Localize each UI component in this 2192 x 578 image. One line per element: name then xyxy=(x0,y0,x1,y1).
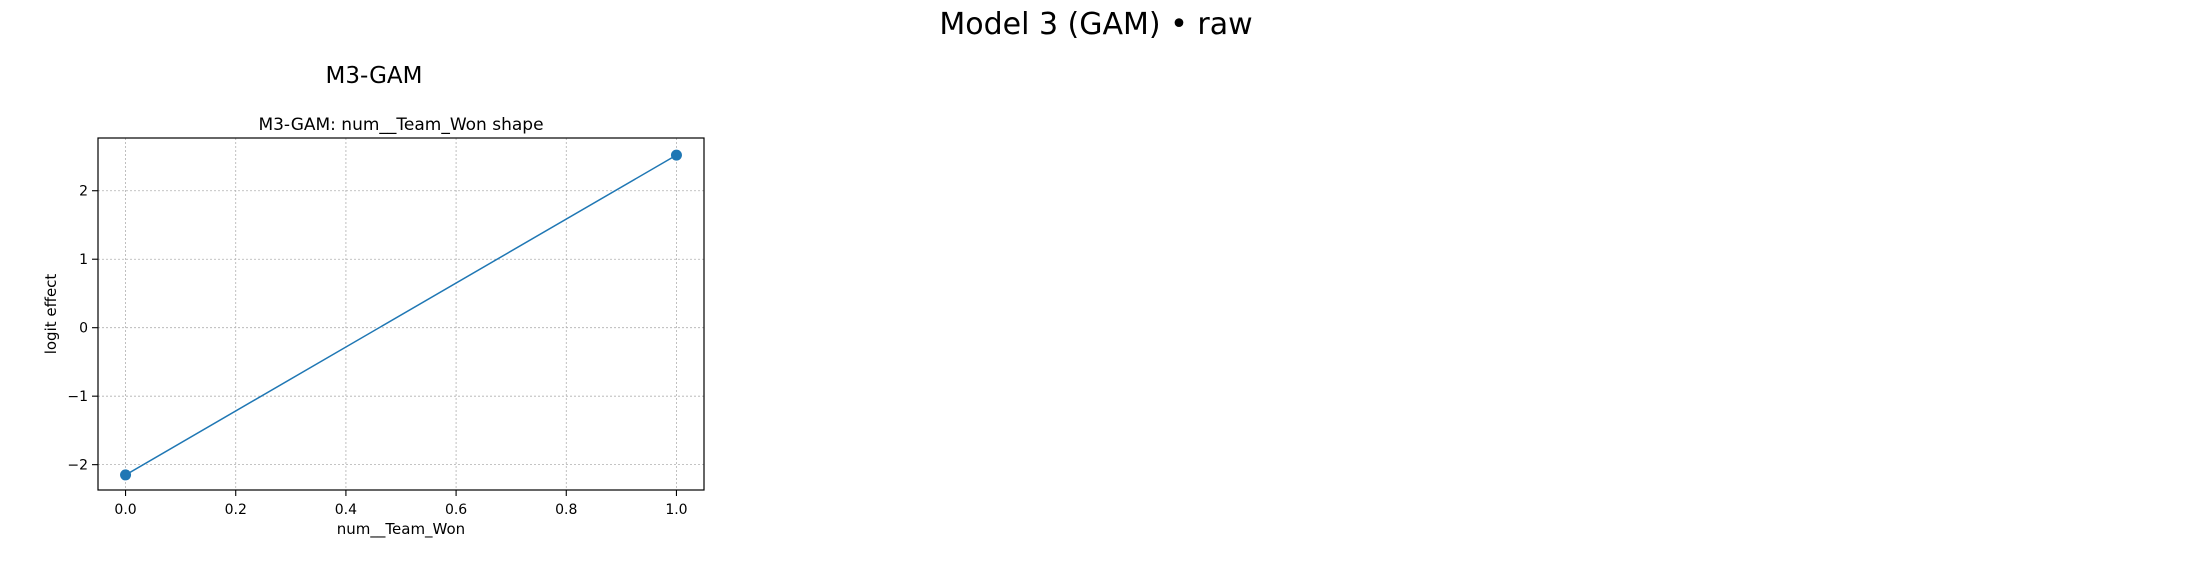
x-tick-label: 0.0 xyxy=(114,502,136,518)
data-point xyxy=(670,149,682,161)
x-tick-label: 0.8 xyxy=(555,502,577,518)
grid-lines xyxy=(98,138,704,490)
y-axis-label: logit effect xyxy=(42,274,60,355)
y-tick-label: −1 xyxy=(67,389,88,405)
y-tick-label: 1 xyxy=(79,252,88,268)
axes-title: M3-GAM: num__Team_Won shape xyxy=(258,115,543,135)
x-tick-label: 0.6 xyxy=(445,502,467,518)
tick-marks: 0.0 0.2 0.4 0.6 0.8 1.0 −2 −1 0 1 2 xyxy=(67,184,687,518)
axes-frame xyxy=(97,137,705,491)
figure-suptitle: Model 3 (GAM) • raw xyxy=(939,7,1253,42)
data-point xyxy=(120,469,132,481)
x-axis-label: num__Team_Won xyxy=(337,520,465,539)
series-line xyxy=(125,154,677,476)
y-tick-label: 2 xyxy=(79,184,88,200)
y-tick-label: −2 xyxy=(67,458,88,474)
x-tick-label: 0.2 xyxy=(225,502,247,518)
y-tick-label: 0 xyxy=(79,321,88,337)
subfigure-title: M3-GAM xyxy=(325,63,423,89)
x-tick-label: 1.0 xyxy=(665,502,687,518)
x-tick-label: 0.4 xyxy=(335,502,357,518)
series-layer xyxy=(120,149,682,481)
